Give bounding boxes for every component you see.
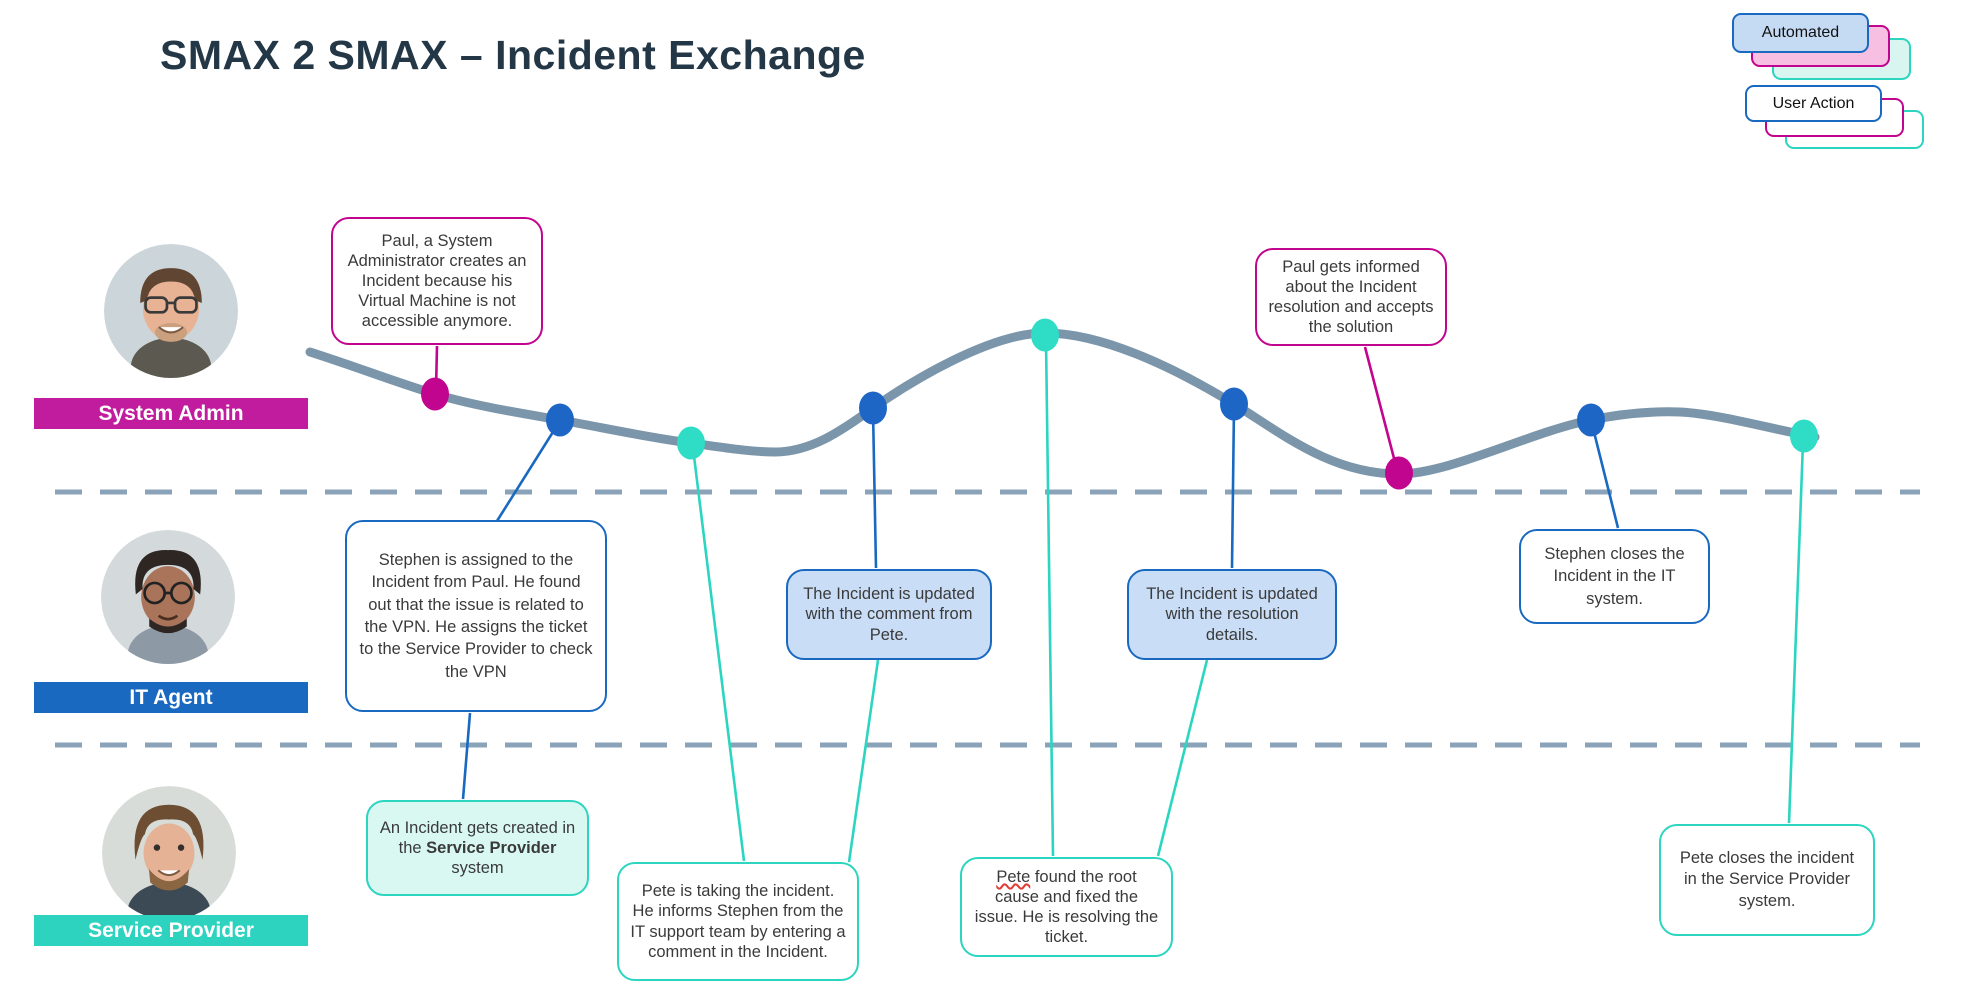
connector-pete-closes <box>1787 441 1805 824</box>
connector-incident-created <box>461 712 472 800</box>
connector-comment-update <box>871 409 878 569</box>
callout-comment-update: The Incident is updated with the comment… <box>786 569 992 660</box>
callout-pete-closes: Pete closes the incident in the Service … <box>1659 824 1875 936</box>
connector-resolution-update <box>1230 405 1236 569</box>
event-dot-9-teal <box>1790 419 1818 453</box>
callout-pete-taking-text: Pete is taking the incident. He informs … <box>630 882 846 961</box>
event-dot-3-teal <box>677 426 705 460</box>
it-agent-portrait-icon <box>101 530 235 664</box>
legend-user-action-label: User Action <box>1772 94 1855 112</box>
lane-label-service-provider-text: Service Provider <box>88 918 254 942</box>
connector-stephen-closes <box>1590 423 1620 529</box>
callout-resolution-update-text: The Incident is updated with the resolut… <box>1146 585 1318 644</box>
lane-label-it-agent: IT Agent <box>34 682 308 713</box>
callout-comment-update-text: The Incident is updated with the comment… <box>803 585 975 644</box>
callout-paul-informed: Paul gets informed about the Incident re… <box>1255 248 1447 346</box>
lane-label-service-provider: Service Provider <box>34 915 308 946</box>
legend-automated-label: Automated <box>1761 24 1840 41</box>
avatar-system-admin <box>104 244 238 378</box>
avatar-it-agent <box>101 530 235 664</box>
connector-pete-to-comment <box>847 659 880 863</box>
connector-rootcause-to-resolution <box>1156 659 1209 857</box>
event-dot-2-blue <box>546 403 574 437</box>
callout-root-cause-text: Pete found the root cause and fixed the … <box>973 867 1160 948</box>
callout-root-cause: Pete found the root cause and fixed the … <box>960 857 1173 957</box>
lane-label-system-admin-text: System Admin <box>98 401 244 425</box>
service-provider-portrait-icon <box>102 786 236 920</box>
event-dot-8-blue <box>1577 403 1605 437</box>
root-cause-misspelled-word: Pete <box>996 867 1031 886</box>
incident-created-post: system <box>451 859 504 878</box>
incident-created-bold: Service Provider <box>426 838 557 857</box>
connector-pete-taking <box>691 447 746 862</box>
callout-stephen-closes-text: Stephen closes the Incident in the IT sy… <box>1544 545 1685 608</box>
callout-pete-taking: Pete is taking the incident. He informs … <box>617 862 859 981</box>
callout-paul-informed-text: Paul gets informed about the Incident re… <box>1268 257 1434 337</box>
callout-paul-creates-text: Paul, a System Administrator creates an … <box>347 231 527 331</box>
journey-curve <box>305 328 1820 479</box>
event-dots <box>421 318 1818 490</box>
callout-stephen-assigned: Stephen is assigned to the Incident from… <box>345 520 607 712</box>
lane-label-system-admin: System Admin <box>34 398 308 429</box>
root-cause-rest: found the root cause and fixed the issue… <box>974 867 1159 947</box>
connector-root-cause <box>1044 339 1055 857</box>
event-dot-4-blue <box>859 391 887 425</box>
callout-resolution-update: The Incident is updated with the resolut… <box>1127 569 1337 660</box>
page-title: SMAX 2 SMAX – Incident Exchange <box>160 32 866 78</box>
event-dot-1-magenta <box>421 377 449 411</box>
callout-incident-created: An Incident gets created in the Service … <box>366 800 589 896</box>
event-dot-7-magenta <box>1385 456 1413 490</box>
callout-paul-creates: Paul, a System Administrator creates an … <box>331 217 543 345</box>
connector-stephen-assigned <box>495 423 560 522</box>
callout-stephen-assigned-text: Stephen is assigned to the Incident from… <box>359 550 593 681</box>
connector-lines <box>434 339 1805 863</box>
legend-user-action-blue-card: User Action <box>1745 85 1882 122</box>
legend-automated-blue-card: Automated <box>1732 13 1869 53</box>
event-dot-6-blue <box>1220 387 1248 421</box>
callout-stephen-closes: Stephen closes the Incident in the IT sy… <box>1519 529 1710 624</box>
system-admin-portrait-icon <box>104 244 238 378</box>
callout-pete-closes-text: Pete closes the incident in the Service … <box>1679 848 1855 910</box>
avatar-service-provider <box>102 786 236 920</box>
incident-created-pre: An Incident gets created in the <box>379 818 576 857</box>
lane-label-it-agent-text: IT Agent <box>129 685 213 709</box>
callout-incident-created-text: An Incident gets created in the Service … <box>379 818 576 878</box>
event-dot-5-teal <box>1031 318 1059 352</box>
connector-paul-informed <box>1363 346 1398 467</box>
